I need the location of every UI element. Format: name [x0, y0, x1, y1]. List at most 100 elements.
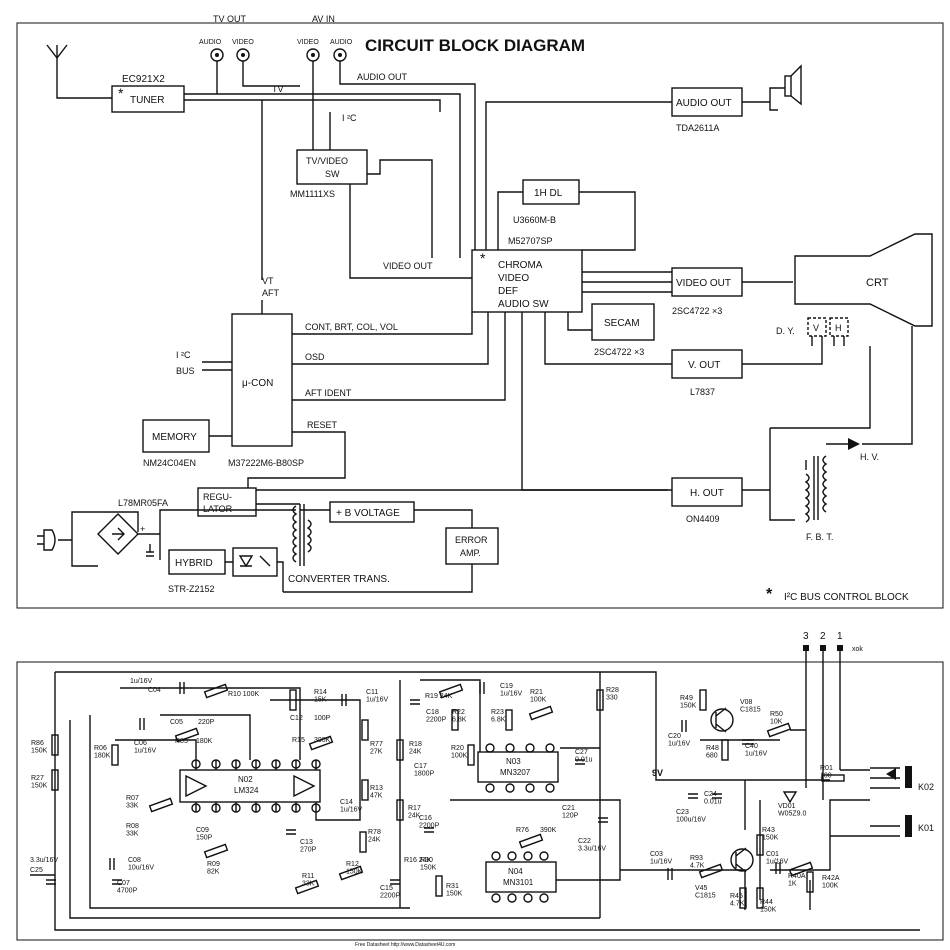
svg-text:3: 3 — [803, 631, 809, 642]
plus-b-voltage-label: + B VOLTAGE — [336, 508, 400, 519]
capacitor-symbols — [46, 682, 781, 885]
memory-block: MEMORY NM24C04EN — [142, 419, 210, 468]
resistor-symbols — [51, 683, 845, 909]
svg-text:CONVERTER TRANS.: CONVERTER TRANS. — [288, 574, 390, 585]
audio-out-line-label: AUDIO OUT — [357, 72, 408, 82]
aft-ident-label: AFT IDENT — [305, 388, 352, 398]
svg-text:R19 24K: R19 24K — [425, 693, 453, 700]
svg-text:*: * — [766, 586, 773, 603]
svg-text:TUNER: TUNER — [130, 95, 164, 106]
jack-k02: K02 — [870, 766, 934, 792]
ac-plug-icon — [37, 511, 139, 567]
hybrid-block: HYBRID STR-Z2152 — [168, 549, 226, 594]
svg-text:C04: C04 — [148, 687, 161, 694]
svg-text:AFT: AFT — [262, 288, 280, 298]
svg-text:100P: 100P — [314, 715, 331, 722]
svg-text:HYBRID: HYBRID — [175, 558, 213, 569]
av-in-connectors: AV IN VIDEO AUDIO — [297, 14, 353, 62]
schematic-pins: 3 2 1 xok — [803, 631, 863, 800]
error-amp-block: ERROR AMP. — [445, 527, 499, 565]
svg-text:LM324: LM324 — [234, 786, 259, 795]
svg-text:LATOR: LATOR — [203, 504, 233, 514]
svg-text:1u/16V: 1u/16V — [130, 678, 153, 685]
video-out-block: VIDEO OUT 2SC4722 ×3 — [671, 267, 743, 316]
svg-text:R05: R05 — [175, 738, 188, 745]
tv-line-label: TV — [272, 84, 284, 94]
svg-text:TV/VIDEO: TV/VIDEO — [306, 156, 348, 166]
svg-text:I ²C: I ²C — [176, 350, 191, 360]
tv-out-label: TV OUT — [213, 14, 247, 24]
svg-text:1: 1 — [837, 631, 843, 642]
svg-text:ERROR: ERROR — [455, 535, 488, 545]
crt-block: CRT — [794, 233, 933, 327]
svg-text:AUDIO SW: AUDIO SW — [498, 299, 549, 310]
i2c-label: I ²C — [342, 113, 357, 123]
svg-text:R15: R15 — [292, 737, 305, 744]
audio-out-jack-label: AUDIO — [199, 39, 222, 46]
svg-text:VIDEO OUT: VIDEO OUT — [676, 278, 731, 289]
optocoupler-icon — [232, 547, 278, 577]
tv-video-switch-block: TV/VIDEO SW MM1111XS — [290, 149, 368, 199]
regulator-block: L78MR05FA REGU- LATOR — [118, 487, 257, 517]
svg-text:AUDIO OUT: AUDIO OUT — [676, 98, 732, 109]
svg-text:U3660M-B: U3660M-B — [513, 215, 556, 225]
svg-text:M52707SP: M52707SP — [508, 236, 553, 246]
svg-text:MN3207: MN3207 — [500, 768, 531, 777]
tv-out-connectors: TV OUT AUDIO VIDEO — [199, 14, 254, 62]
svg-text:L78MR05FA: L78MR05FA — [118, 498, 168, 508]
speaker-icon — [742, 64, 802, 111]
svg-text:D. Y.: D. Y. — [776, 326, 795, 336]
tuner-block: EC921X2 * TUNER — [111, 74, 185, 113]
svg-text:F. B. T.: F. B. T. — [806, 532, 833, 542]
svg-text:390K: 390K — [314, 737, 331, 744]
svg-text:TDA2611A: TDA2611A — [676, 123, 719, 133]
watermark-text: Free Datasheet http://www.Datasheet4U.co… — [355, 942, 455, 948]
svg-text:390K: 390K — [540, 827, 557, 834]
svg-text:MEMORY: MEMORY — [152, 432, 197, 443]
h-out-block: H. OUT ON4409 — [671, 477, 743, 524]
footnote-label: I²C BUS CONTROL BLOCK — [784, 592, 909, 603]
svg-text:V: V — [813, 323, 819, 333]
svg-text:H. OUT: H. OUT — [690, 488, 724, 499]
chroma-video-def-block: M52707SP * CHROMA VIDEO DEF AUDIO SW — [471, 236, 583, 313]
svg-text:+: + — [140, 524, 145, 534]
svg-text:K02: K02 — [918, 782, 934, 792]
svg-text:NM24C04EN: NM24C04EN — [143, 458, 196, 468]
plus-b-voltage-box — [329, 501, 415, 523]
svg-text:*: * — [480, 250, 486, 266]
zener-diode-icon — [782, 791, 798, 804]
svg-text:EC921X2: EC921X2 — [122, 74, 165, 85]
svg-text:REGU-: REGU- — [203, 492, 232, 502]
svg-text:VIDEO: VIDEO — [498, 273, 529, 284]
svg-text:*: * — [118, 85, 124, 101]
deflection-yoke: D. Y. V H — [776, 317, 849, 346]
svg-text:180K: 180K — [196, 738, 213, 745]
video-out-line-label: VIDEO OUT — [383, 261, 433, 271]
block-diagram-frame — [16, 22, 944, 609]
converter-transformer: CONVERTER TRANS. — [288, 504, 390, 585]
svg-text:STR-Z2152: STR-Z2152 — [168, 584, 215, 594]
